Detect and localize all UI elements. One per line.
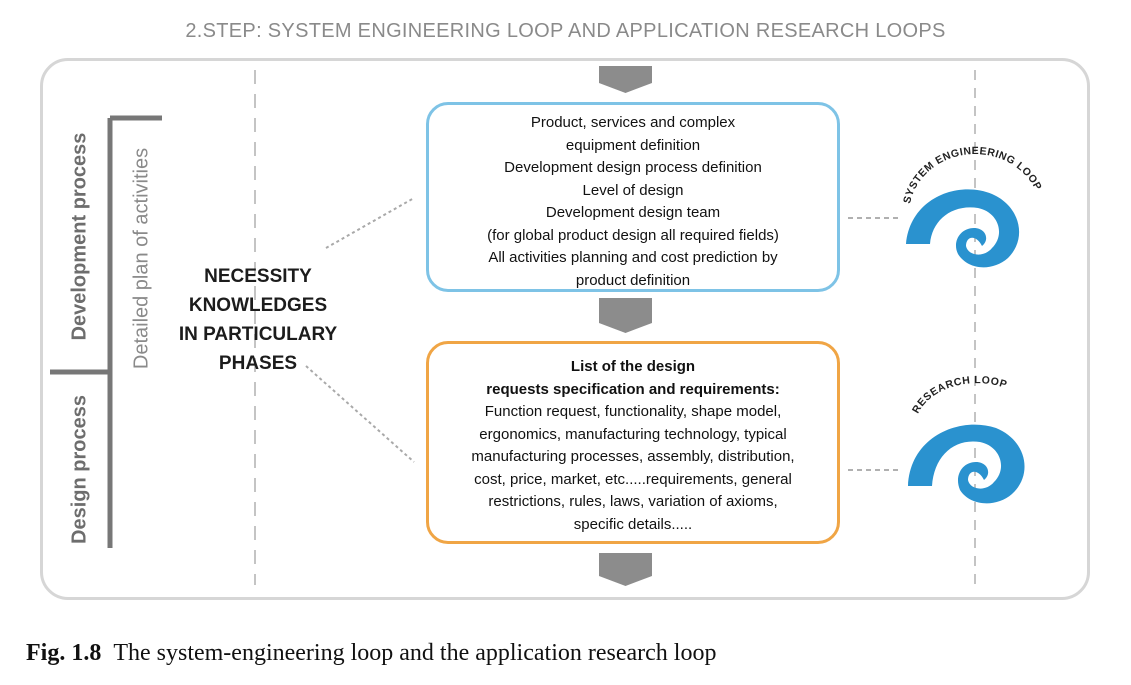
development-process-label: Development process [68,132,91,341]
connector-bottom [305,365,415,463]
box-line: All activities planning and cost predict… [488,249,778,266]
spiral-icon [908,424,1025,504]
detailed-plan-label: Detailed plan of activities [130,147,153,370]
process-bracket [50,115,162,548]
flow-arrow-3 [599,553,652,586]
center-line: PHASES [218,353,298,374]
figure-number: Fig. 1.8 [26,640,102,666]
figure-caption: Fig. 1.8 The system-engineering loop and … [26,640,716,667]
box-line: Product, services and complex [530,114,736,131]
box-line: manufacturing processes, assembly, distr… [471,448,795,465]
box-line: product definition [575,271,691,289]
center-line: KNOWLEDGES [188,295,328,316]
box-line: (for global product design all required … [487,226,779,244]
box-line: cost, price, market, etc.....requirement… [474,470,792,488]
box-line: Level of design [582,181,684,199]
system-engineering-loop: SYSTEM ENGINEERING LOOP [901,145,1044,268]
box-line: restrictions, rules, laws, variation of … [488,493,778,510]
diagram-frame [40,58,1090,600]
design-process-label: Design process [68,395,91,544]
diagram-title: 2.STEP: SYSTEM ENGINEERING LOOP AND APPL… [185,20,946,42]
svg-text:RESEARCH LOOP: RESEARCH LOOP [910,374,1009,415]
center-line: NECESSITY [204,266,312,287]
research-loop-label: RESEARCH LOOP [910,374,1008,415]
box-heading: requests specification and requirements: [486,380,780,398]
box-line: Function request, functionality, shape m… [484,403,782,420]
box-line: Development design team [545,204,721,221]
requirements-box: List of the design requests specificatio… [426,341,840,544]
box-line: specific details..... [573,515,693,533]
flow-arrow-1 [599,66,652,93]
box-heading: List of the design [570,358,696,375]
connector-top [325,197,415,249]
box-line: ergonomics, manufacturing technology, ty… [479,425,787,443]
research-loop: RESEARCH LOOP [908,374,1025,504]
flow-arrow-2 [599,298,652,333]
necessity-knowledges-label: NECESSITY KNOWLEDGES IN PARTICULARY PHAS… [170,262,346,378]
spiral-icon [906,189,1020,268]
box-line: Development design process definition [504,159,762,176]
center-line: IN PARTICULARY [178,324,338,345]
definition-box: Product, services and complex equipment … [426,102,840,292]
box-line: equipment definition [565,136,701,154]
caption-text: The system-engineering loop and the appl… [113,640,717,666]
